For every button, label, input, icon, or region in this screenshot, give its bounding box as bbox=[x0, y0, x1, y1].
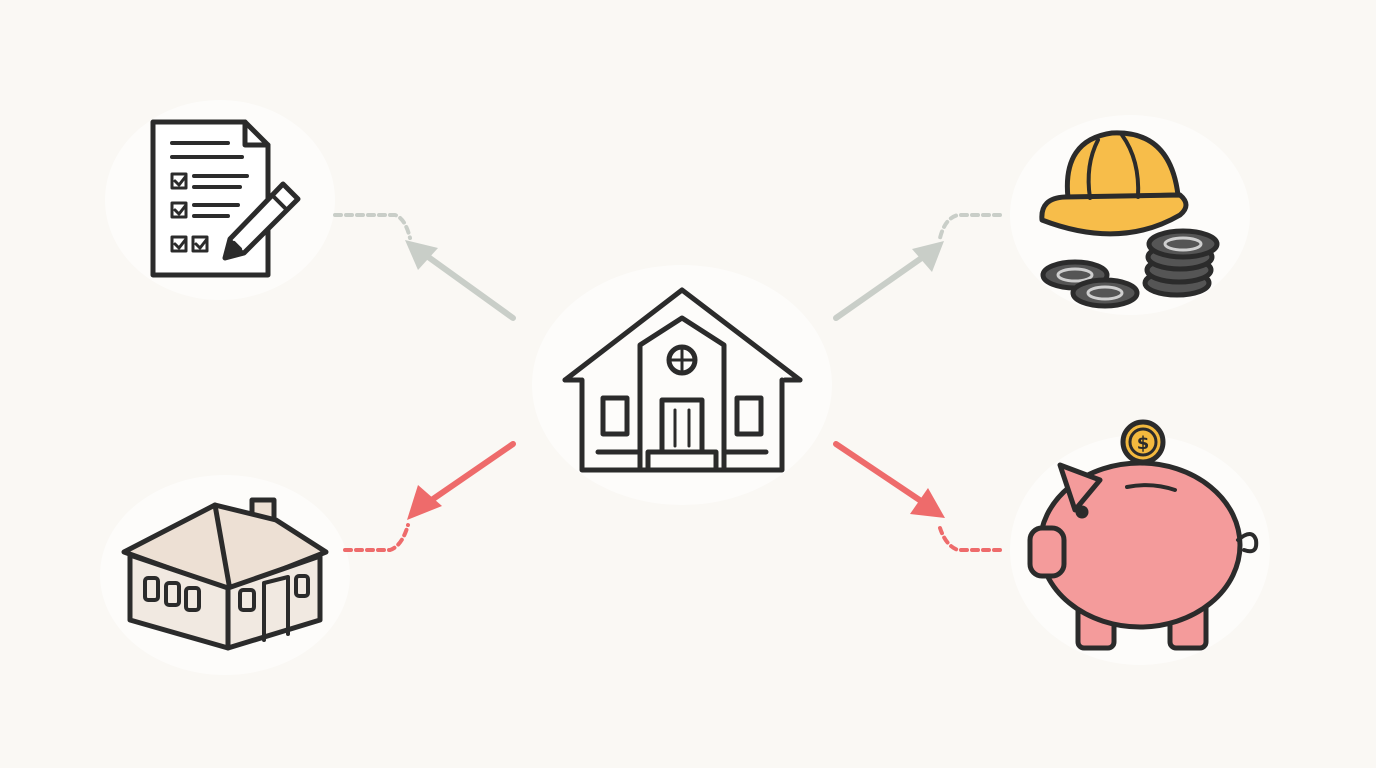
hard-hat-and-coins-icon bbox=[1039, 130, 1220, 309]
document-fold bbox=[242, 119, 271, 148]
center-halo bbox=[532, 265, 832, 505]
window bbox=[238, 588, 256, 612]
door bbox=[262, 575, 290, 642]
checkbox-icon bbox=[170, 201, 188, 219]
dashed-connector bbox=[343, 523, 410, 552]
checkbox-icon bbox=[170, 172, 188, 190]
front-steps bbox=[645, 449, 719, 473]
left-window bbox=[600, 395, 630, 437]
piggy-bank-with-coin-icon: $ bbox=[1027, 419, 1259, 651]
central-gable bbox=[637, 315, 727, 473]
arrow-line bbox=[833, 441, 933, 510]
dollar-coin-icon: $ bbox=[1120, 419, 1166, 465]
arrow-head bbox=[407, 485, 442, 520]
roof-ridge bbox=[212, 502, 233, 593]
arrow-line bbox=[417, 441, 516, 511]
edge-center-to-top-right bbox=[833, 213, 1002, 321]
roof-outline bbox=[562, 287, 803, 383]
dashed-connector bbox=[938, 213, 1002, 240]
right-window bbox=[734, 395, 764, 437]
check-mark-icon bbox=[173, 174, 188, 187]
coin-symbol: $ bbox=[1137, 433, 1150, 454]
coin-stack-icon bbox=[1142, 228, 1220, 298]
dashed-connector bbox=[333, 213, 412, 240]
arrow-head bbox=[910, 488, 945, 518]
pig-snout bbox=[1027, 525, 1067, 579]
arrow-head bbox=[912, 241, 944, 272]
window bbox=[184, 586, 201, 612]
edge-center-to-bottom-left bbox=[343, 441, 516, 552]
window bbox=[164, 581, 181, 607]
checkbox-icon bbox=[170, 235, 188, 253]
pig-ear bbox=[1057, 462, 1103, 513]
window bbox=[143, 576, 160, 602]
pig-eye bbox=[1075, 505, 1089, 519]
window bbox=[294, 574, 310, 598]
arrow-head bbox=[405, 240, 438, 270]
large-house-icon bbox=[562, 287, 803, 473]
hard-hat-icon bbox=[1039, 130, 1189, 237]
small-house-icon bbox=[121, 497, 329, 651]
arrow-line bbox=[410, 243, 516, 321]
check-mark-icon bbox=[173, 237, 188, 250]
loose-coins-icon bbox=[1040, 259, 1140, 309]
pencil-icon bbox=[222, 181, 301, 261]
check-mark-icon bbox=[194, 237, 209, 250]
edge-center-to-bottom-right bbox=[833, 441, 1002, 552]
checkbox-icon bbox=[191, 235, 209, 253]
edge-center-to-top-left bbox=[333, 213, 516, 321]
coin-slot bbox=[1125, 483, 1177, 492]
dashed-connector bbox=[938, 526, 1002, 552]
checklist-document-with-pencil-icon bbox=[150, 119, 301, 278]
pig-tail bbox=[1236, 532, 1259, 554]
check-mark-icon bbox=[173, 203, 188, 216]
arrow-line bbox=[833, 247, 936, 321]
